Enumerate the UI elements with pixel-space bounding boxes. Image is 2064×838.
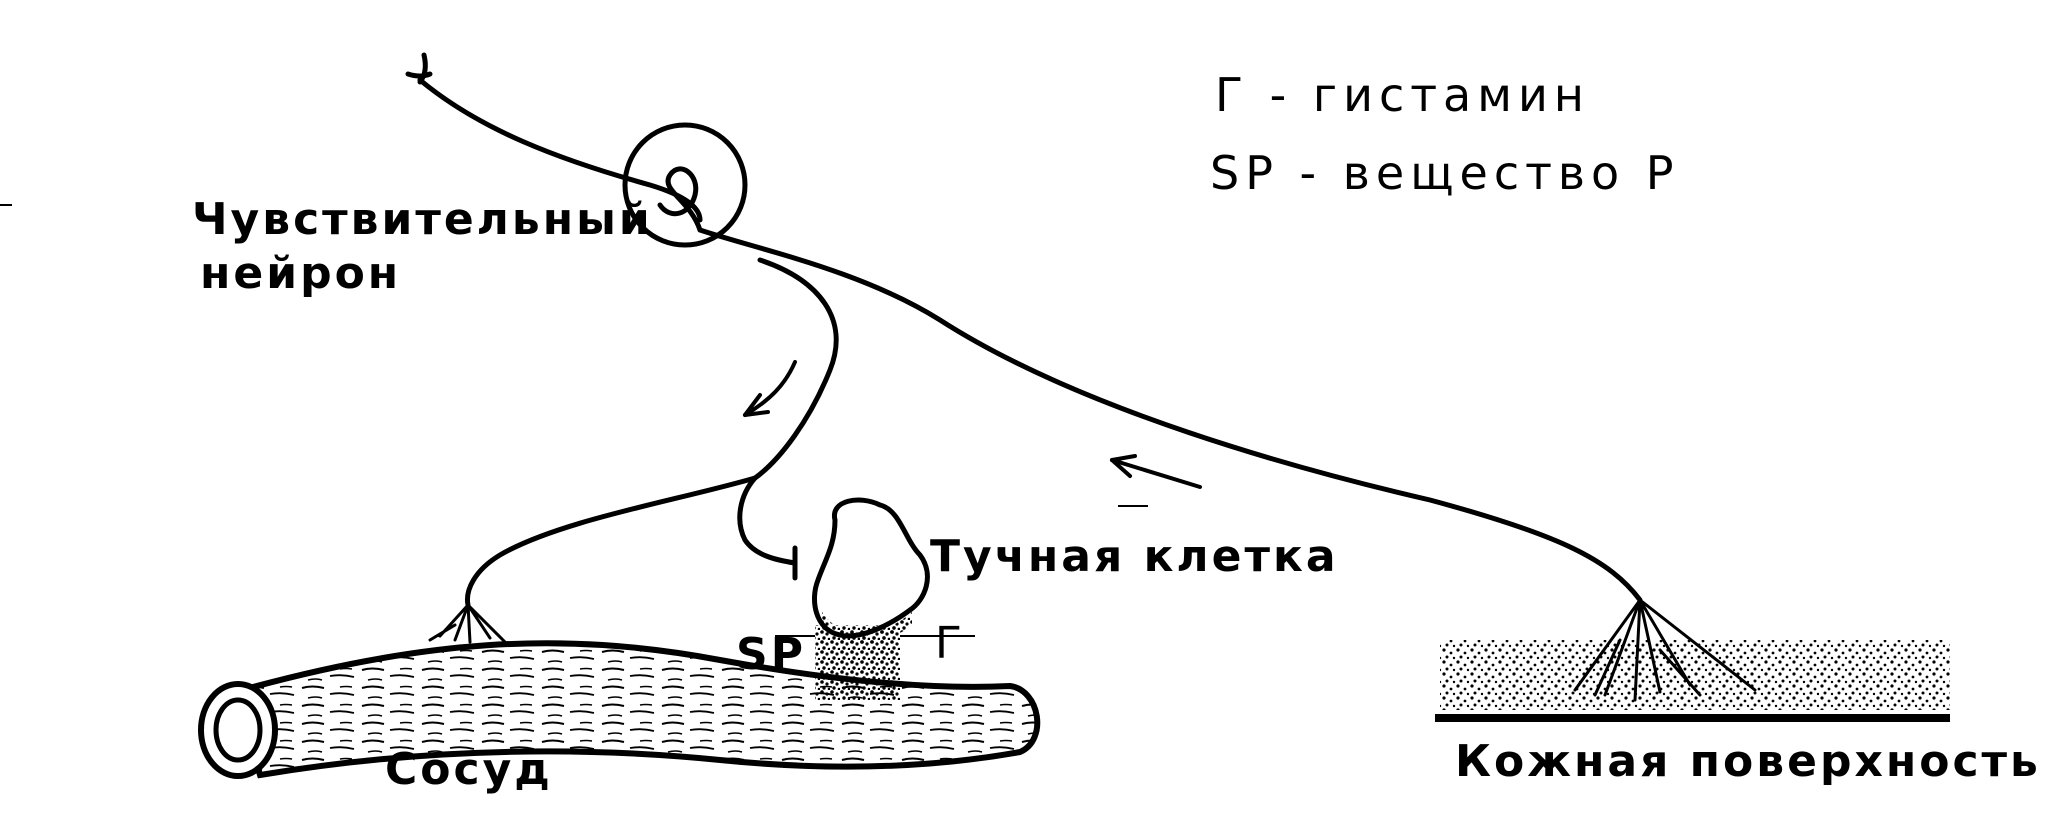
axon-to-skin (697, 227, 1643, 603)
vessel-end-inner (213, 697, 263, 763)
label-sensory-neuron-2: нейрон (200, 248, 402, 299)
skin-dots (1440, 640, 1950, 710)
label-mast-cell: Тучная клетка (930, 531, 1339, 582)
vessel-body (231, 640, 1041, 779)
mast-cell-body (812, 497, 930, 639)
axon-branch (752, 257, 839, 481)
label-histamine: Г (935, 618, 965, 669)
neuron-soma-outer (622, 122, 748, 248)
label-skin-surface: Кожная поверхность (1455, 736, 2041, 787)
label-sensory-neuron-1: Чувствительный (192, 194, 653, 245)
mast-cell (812, 497, 930, 645)
legend-histamine: Г - гистамин (1215, 68, 1590, 122)
legend-substance-p: SP - вещество Р (1210, 146, 1680, 200)
label-sp: SP (736, 629, 806, 680)
vessel-terminals (428, 603, 507, 644)
blood-vessel (198, 640, 1041, 779)
arrow-down-left (743, 360, 797, 417)
neuron-soma-spiral (657, 166, 703, 233)
arrow-left (1110, 454, 1202, 489)
branch-to-vessel (464, 475, 758, 608)
label-vessel: Сосуд (385, 744, 553, 795)
skin-surface (1435, 640, 1950, 722)
branch-to-mast (737, 475, 798, 566)
